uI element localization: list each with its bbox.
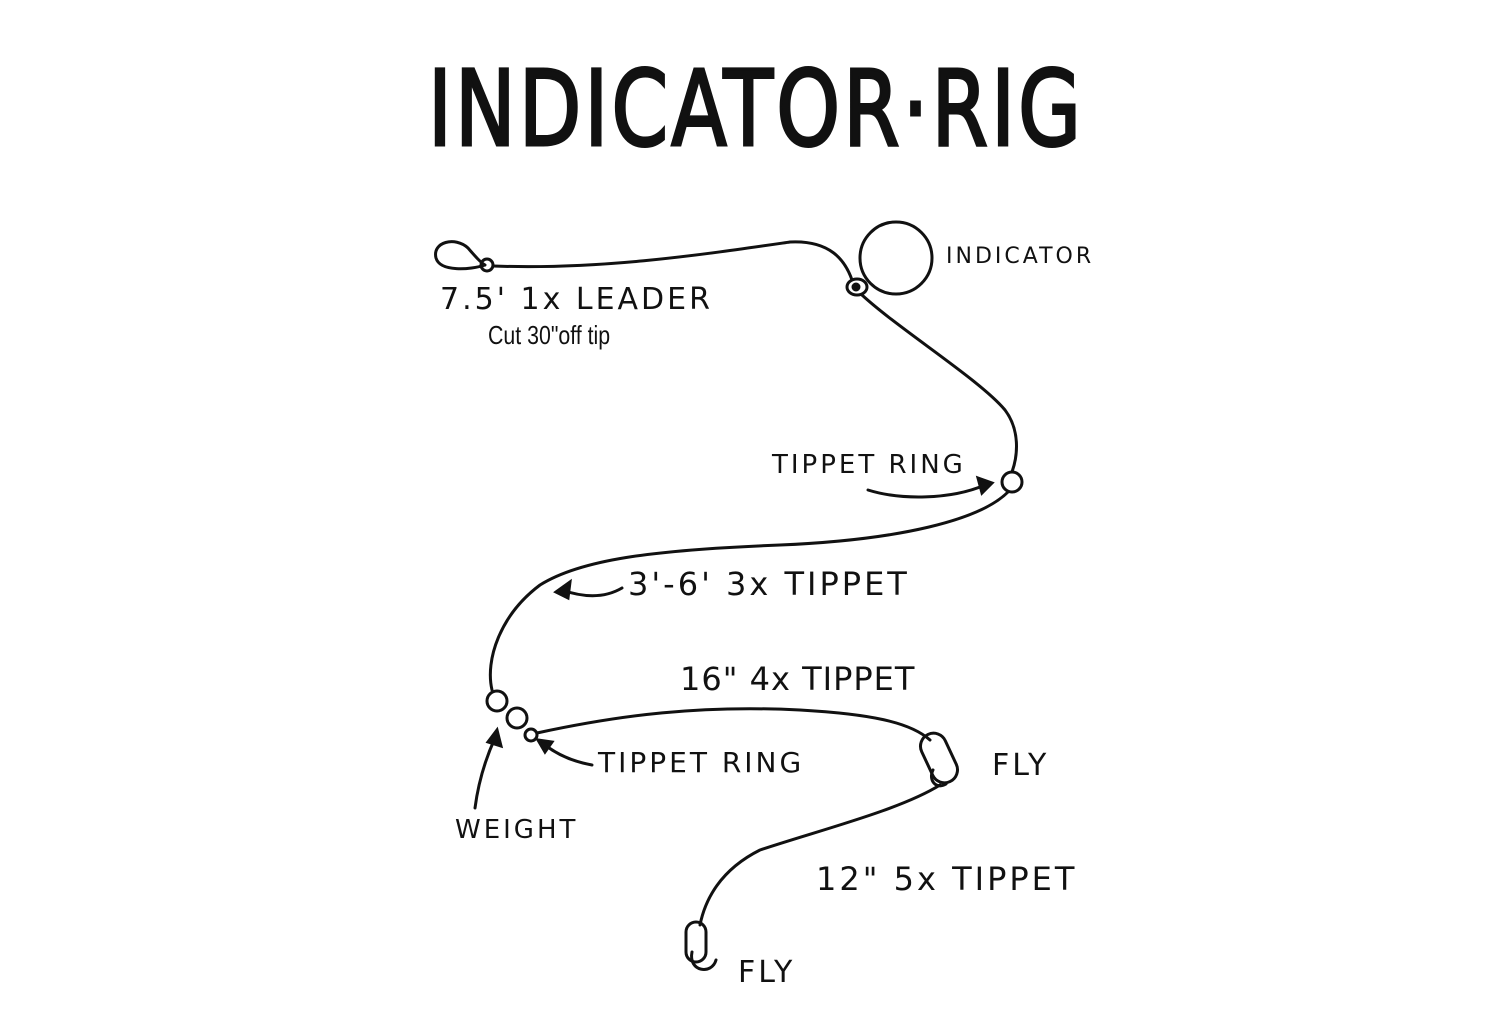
fly-upper-body — [919, 731, 959, 785]
leader-note: Cut 30"off tip — [488, 320, 611, 350]
fly-lower-body — [684, 920, 708, 964]
indicator-label: INDICATOR — [946, 244, 1095, 269]
butt-loop — [434, 240, 487, 271]
arrowhead-icon — [975, 475, 995, 496]
arrow-weight — [473, 736, 497, 810]
arrow-tippet-ring-lower — [543, 743, 594, 767]
fly-upper-label: FLY — [992, 748, 1050, 783]
indicator-peg-hole — [851, 282, 861, 292]
weight-label: WEIGHT — [455, 815, 579, 845]
arrow-tippet-ring-upper — [866, 483, 987, 499]
leader-label: 7.5' 1x LEADER — [440, 282, 713, 317]
tippet-ring-upper — [1000, 470, 1024, 494]
fly-lower-label: FLY — [738, 955, 796, 990]
indicator-float — [858, 220, 934, 296]
arrowhead-icon — [553, 578, 572, 601]
fly-upper-hook — [930, 768, 948, 788]
arrowhead-icon — [535, 738, 555, 755]
tippet-5x-label: 12" 5x TIPPET — [816, 860, 1078, 898]
tippet-4x-label: 16" 4x TIPPET — [680, 660, 916, 698]
arrow-3x-tippet — [560, 586, 624, 598]
tippet-5x-line — [698, 783, 942, 927]
split-shot-1 — [485, 689, 509, 713]
tippet-4x-line — [535, 707, 932, 742]
split-shot-2 — [505, 706, 529, 730]
leader-line — [491, 240, 854, 282]
upper-line — [860, 293, 1018, 474]
indicator-peg — [845, 277, 869, 297]
tippet-ring-upper-label: TIPPET RING — [772, 450, 966, 480]
tippet-ring-lower-label: TIPPET RING — [598, 746, 805, 779]
arrowhead-icon — [485, 726, 504, 749]
diagram-title: INDICATOR·RIG — [427, 47, 1085, 172]
tippet-ring-lower — [523, 727, 539, 743]
fly-lower-hook — [690, 950, 718, 971]
tippet-3x-label: 3'-6' 3x TIPPET — [628, 565, 910, 603]
tippet-3x-line — [488, 490, 1010, 692]
